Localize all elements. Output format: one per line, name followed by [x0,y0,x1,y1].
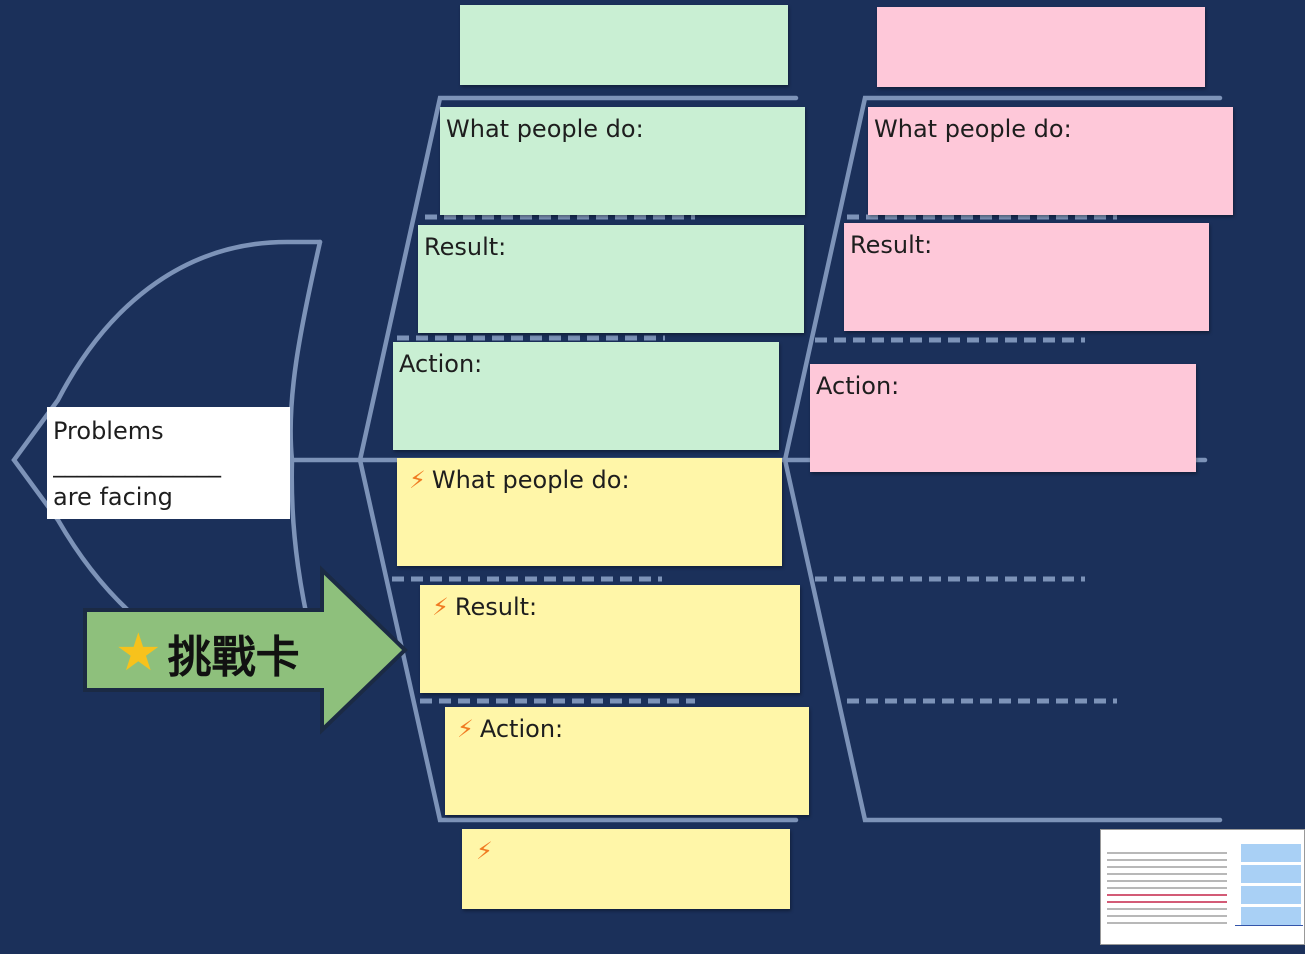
page-thumbnail[interactable] [1100,829,1305,945]
lightning-bolt-icon: ⚡ [432,593,449,621]
problem-line-1: Problems [53,417,164,445]
yellow-what-people-do-note[interactable]: ⚡What people do: [397,458,782,566]
bone-lower-left [357,457,799,823]
thumbnail-handwriting [1235,925,1303,940]
challenge-card-label: ★ 挑戰卡 [115,618,300,688]
pink-action-note[interactable]: Action: [810,364,1196,472]
green-what-people-do-note[interactable]: What people do: [440,107,805,215]
green-result-note[interactable]: Result: [418,225,804,333]
green-action-label: Action: [399,350,483,378]
challenge-arrow[interactable] [83,565,408,735]
problem-blank-line: ______________ [53,450,221,478]
problem-line-3: are facing [53,483,173,511]
yellow-what-people-do-label: What people do: [431,466,630,494]
green-what-people-do-label: What people do: [446,115,644,143]
lightning-bolt-icon: ⚡ [409,466,426,494]
pink-what-people-do-label: What people do: [874,115,1072,143]
thumbnail-cards [1241,844,1301,928]
yellow-action-note[interactable]: ⚡Action: [445,707,809,815]
pink-result-note[interactable]: Result: [844,223,1209,331]
lightning-bolt-icon: ⚡ [476,837,493,865]
green-result-label: Result: [424,233,507,261]
star-icon: ★ [115,623,162,683]
problem-statement-box[interactable]: Problems ______________ are facing [47,407,290,519]
pink-header-note[interactable] [877,7,1205,87]
lightning-bolt-icon: ⚡ [457,715,474,743]
yellow-action-label: Action: [479,715,564,743]
yellow-blank-note[interactable]: ⚡ [462,829,790,909]
bone-upper-left [357,95,799,463]
green-action-note[interactable]: Action: [393,342,779,450]
bone-upper-right [782,95,1223,463]
pink-what-people-do-note[interactable]: What people do: [868,107,1233,215]
yellow-result-label: Result: [454,593,538,621]
pink-result-label: Result: [850,231,933,259]
yellow-result-note[interactable]: ⚡Result: [420,585,800,693]
challenge-card-text: 挑戰卡 [167,632,300,683]
thumbnail-text-lines [1107,852,1227,929]
bone-lower-right [782,457,1223,823]
green-header-note[interactable] [460,5,788,85]
pink-action-label: Action: [816,372,900,400]
